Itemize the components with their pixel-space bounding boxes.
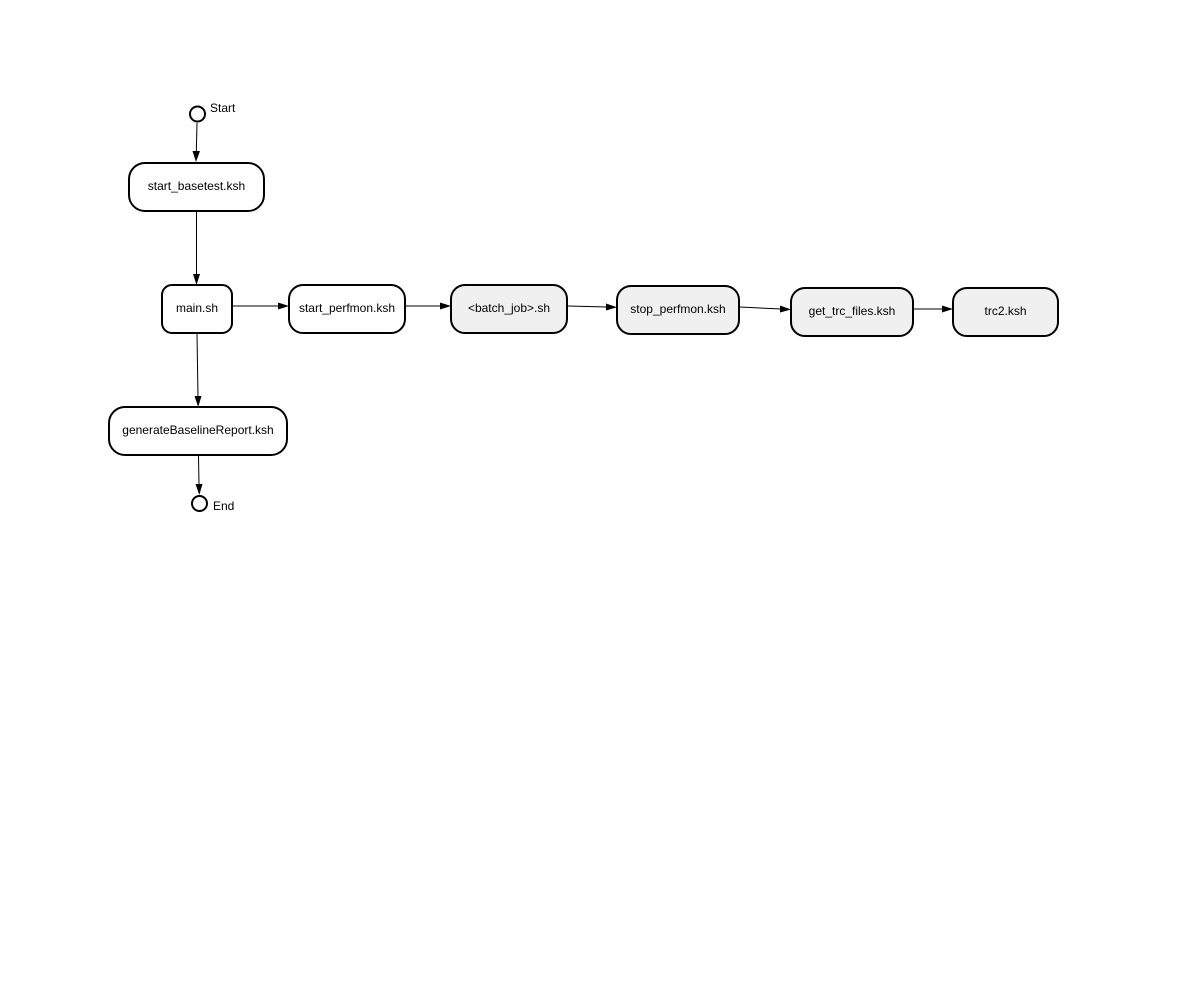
edge-start-to-start-basetest — [195, 122, 198, 153]
node-generate-report[interactable]: generateBaselineReport.ksh — [108, 406, 288, 456]
node-stop-perfmon-label: stop_perfmon.ksh — [630, 302, 725, 316]
node-batch-job-box — [450, 284, 568, 334]
end-circle — [191, 495, 208, 512]
node-get-trc-files-label: get_trc_files.ksh — [809, 304, 896, 318]
arrowhead-stop-perfmon — [606, 303, 617, 311]
arrowhead-get-trc-files — [780, 305, 791, 313]
node-trc2-label: trc2.ksh — [984, 304, 1026, 318]
node-trc2-box — [952, 287, 1059, 337]
edge-generate-report-to-end — [198, 455, 200, 486]
node-get-trc-files-box — [790, 287, 914, 337]
start-circle — [189, 105, 206, 123]
node-start-basetest[interactable]: start_basetest.ksh — [128, 162, 265, 212]
node-main-box — [161, 284, 233, 334]
arrowhead-start-basetest — [192, 151, 200, 162]
edge-stop-perfmon-to-get-trc-files — [739, 306, 782, 310]
node-trc2[interactable]: trc2.ksh — [952, 287, 1059, 337]
node-main-label: main.sh — [176, 301, 218, 315]
node-start-perfmon-label: start_perfmon.ksh — [299, 301, 395, 315]
edge-layer — [192, 122, 953, 495]
end-terminal: End — [191, 495, 234, 513]
node-stop-perfmon-box — [616, 285, 740, 335]
edge-batch-job-to-stop-perfmon — [567, 305, 608, 308]
arrowhead-end — [195, 484, 203, 495]
node-get-trc-files[interactable]: get_trc_files.ksh — [790, 287, 914, 337]
node-main[interactable]: main.sh — [161, 284, 233, 334]
arrowhead-batch-job — [440, 302, 451, 310]
start-terminal: Start — [189, 101, 236, 123]
end-label: End — [213, 499, 234, 513]
node-batch-job[interactable]: <batch_job>.sh — [450, 284, 568, 334]
node-generate-report-box — [108, 406, 288, 456]
node-batch-job-label: <batch_job>.sh — [468, 301, 550, 315]
node-start-basetest-box — [128, 162, 265, 212]
edge-main-to-generate-report — [196, 333, 199, 398]
node-start-perfmon-box — [288, 284, 406, 334]
start-label: Start — [210, 101, 236, 115]
node-start-perfmon[interactable]: start_perfmon.ksh — [288, 284, 406, 334]
arrowhead-generate-report — [194, 396, 202, 407]
node-stop-perfmon[interactable]: stop_perfmon.ksh — [616, 285, 740, 335]
arrowhead-trc2 — [942, 305, 953, 313]
arrowhead-main — [193, 274, 200, 285]
node-generate-report-label: generateBaselineReport.ksh — [122, 423, 273, 437]
arrowhead-start-perfmon — [278, 302, 289, 310]
node-start-basetest-label: start_basetest.ksh — [148, 179, 245, 193]
